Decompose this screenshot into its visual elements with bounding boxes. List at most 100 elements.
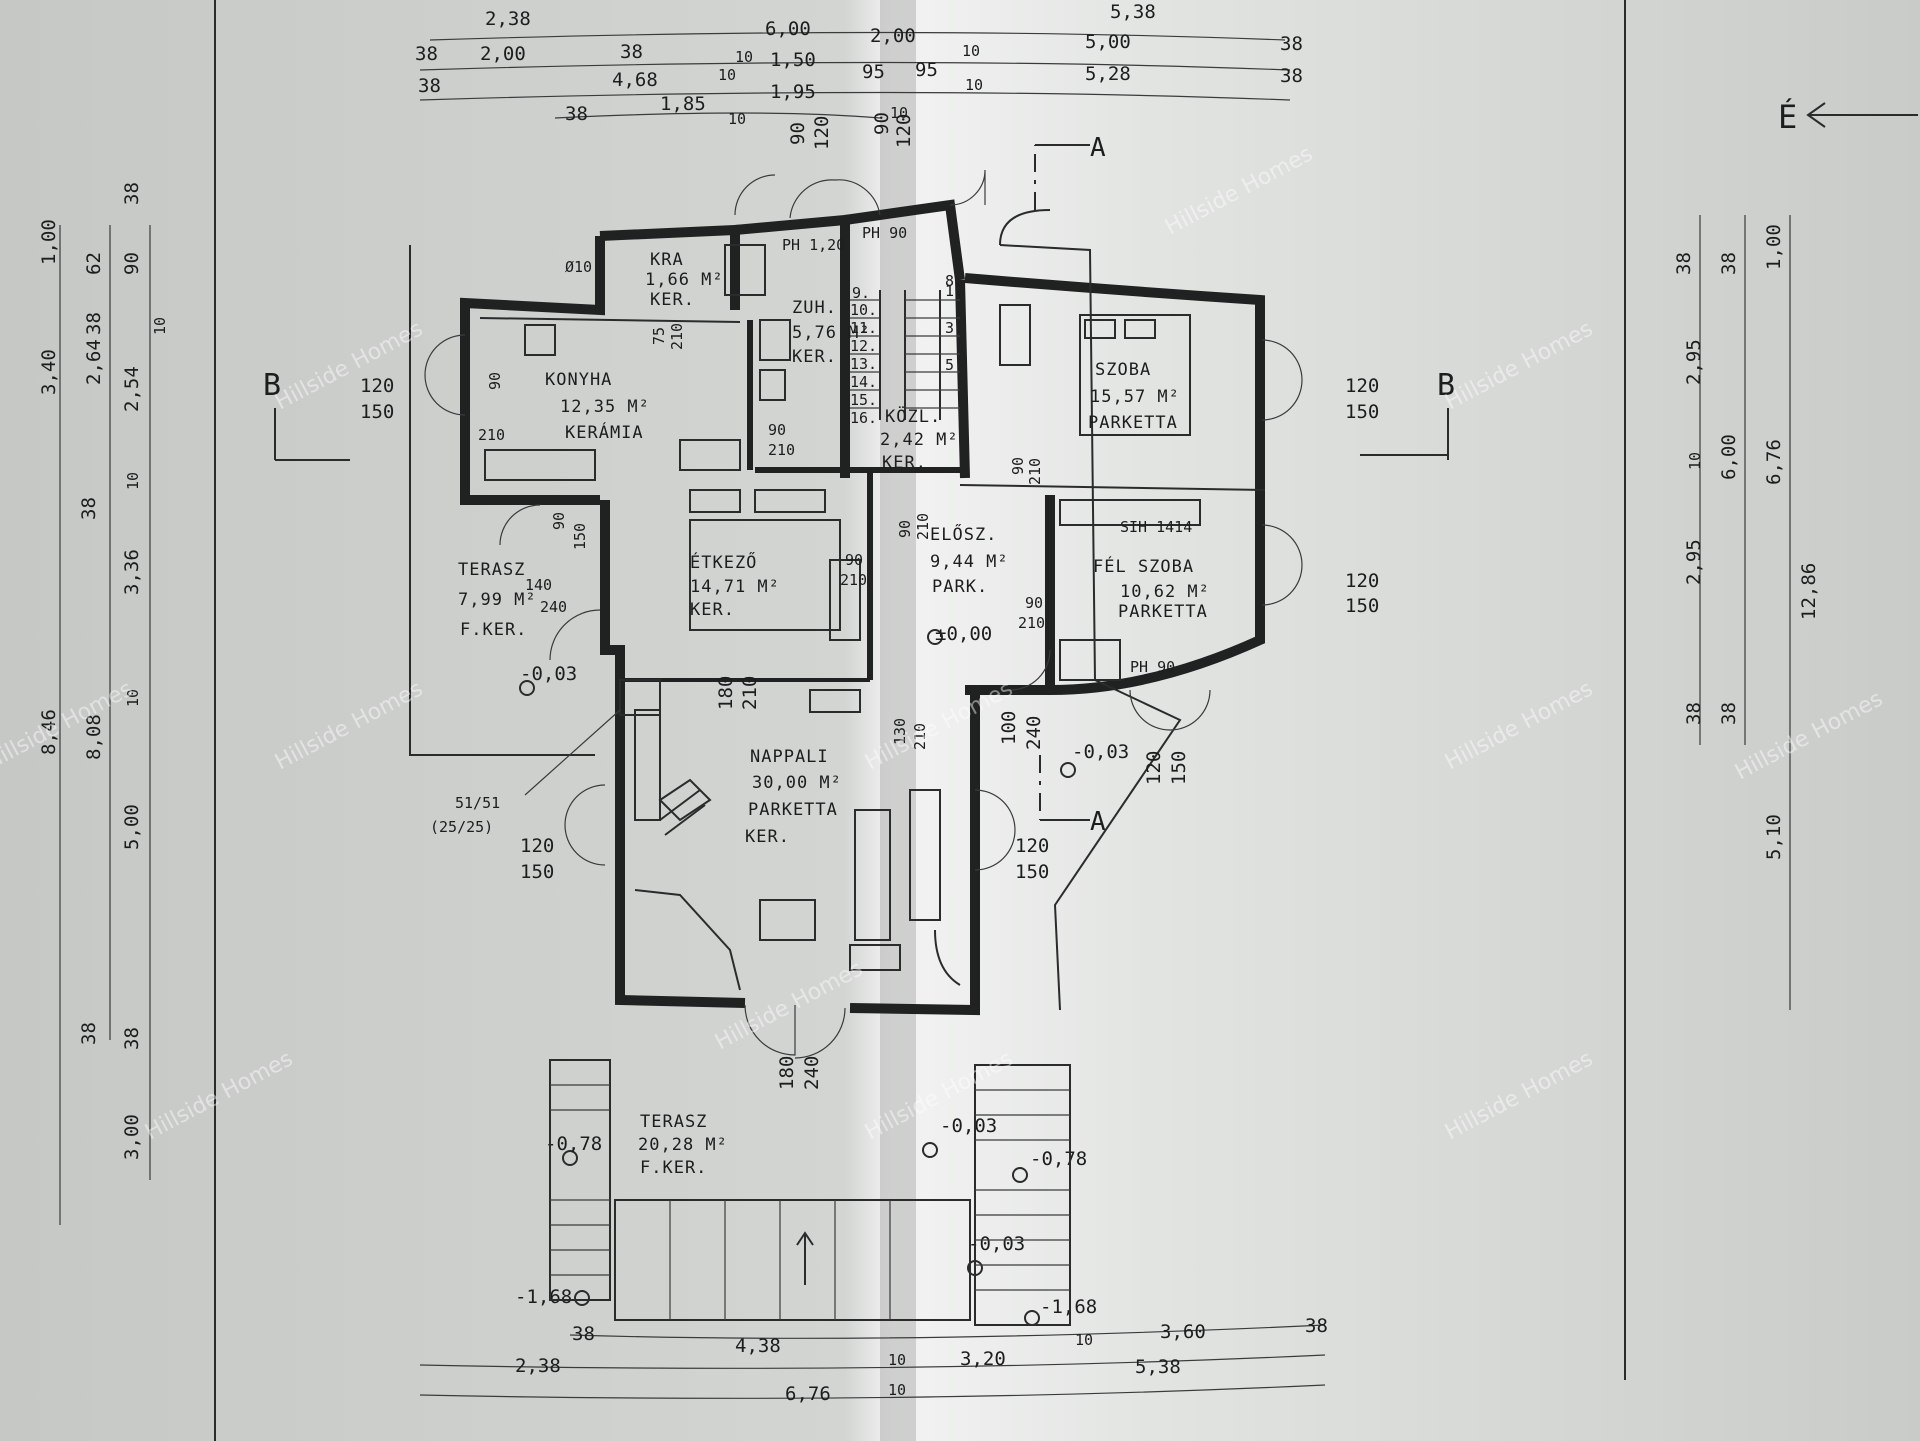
svg-text:120: 120 xyxy=(1345,570,1379,592)
svg-text:B: B xyxy=(1437,368,1455,403)
svg-text:10: 10 xyxy=(888,1381,906,1399)
svg-text:3,20: 3,20 xyxy=(960,1348,1006,1370)
stair-flight: 1. 3. 5. 8. 9. 10. 11. 12. 13. 14. 15. 1… xyxy=(850,272,963,427)
svg-text:ÉTKEZŐ: ÉTKEZŐ xyxy=(690,551,757,573)
svg-text:14,71 M²: 14,71 M² xyxy=(690,577,780,597)
furniture xyxy=(484,244,1201,971)
svg-text:120: 120 xyxy=(1015,835,1049,857)
svg-text:10: 10 xyxy=(124,689,142,707)
svg-text:150: 150 xyxy=(1345,595,1379,617)
top-dim-28: 120 xyxy=(893,114,915,148)
room-elosz: ELŐSZ. 9,44 M² PARK. xyxy=(930,523,1009,597)
svg-text:210: 210 xyxy=(1026,458,1044,485)
opening-dims: 120 150 120 150 120 150 120 150 120 150 … xyxy=(360,323,1379,1090)
porch-outline xyxy=(999,209,1051,246)
svg-text:38: 38 xyxy=(1718,252,1740,275)
top-dim-19: 5,28 xyxy=(1085,63,1131,85)
svg-text:9,44 M²: 9,44 M² xyxy=(930,552,1009,572)
svg-text:100: 100 xyxy=(998,711,1020,745)
svg-text:PARKETTA: PARKETTA xyxy=(748,800,838,820)
svg-text:3,60: 3,60 xyxy=(1160,1321,1206,1343)
svg-text:10,62 M²: 10,62 M² xyxy=(1120,582,1210,602)
svg-text:5,38: 5,38 xyxy=(1135,1356,1181,1378)
svg-text:B: B xyxy=(263,368,281,403)
svg-text:KER.: KER. xyxy=(792,347,837,367)
svg-text:10: 10 xyxy=(151,317,169,335)
top-dim-18: 10 xyxy=(965,76,983,94)
svg-text:210: 210 xyxy=(739,676,761,710)
svg-text:90: 90 xyxy=(1025,594,1043,612)
svg-text:38: 38 xyxy=(121,1027,143,1050)
svg-text:-1,68: -1,68 xyxy=(1040,1296,1097,1318)
svg-text:TERASZ: TERASZ xyxy=(640,1112,707,1132)
svg-text:20,28 M²: 20,28 M² xyxy=(638,1135,728,1155)
svg-text:5,76 M²: 5,76 M² xyxy=(792,323,871,343)
svg-text:-0,78: -0,78 xyxy=(545,1133,602,1155)
svg-text:PARKETTA: PARKETTA xyxy=(1088,413,1178,433)
svg-text:KER.: KER. xyxy=(745,827,790,847)
svg-text:2,95: 2,95 xyxy=(1683,539,1705,585)
stair-num-3: 3. xyxy=(945,319,963,337)
top-dim-24: 10 xyxy=(890,104,908,122)
section-marker-b-right: B xyxy=(1360,368,1455,460)
top-dim-1: 6,00 xyxy=(765,18,811,40)
svg-text:120: 120 xyxy=(520,835,554,857)
stair-num-12: 12. xyxy=(850,337,877,355)
svg-text:8,46: 8,46 xyxy=(38,709,60,755)
svg-text:PARKETTA: PARKETTA xyxy=(1118,602,1208,622)
svg-text:12,86: 12,86 xyxy=(1798,563,1820,620)
svg-text:38: 38 xyxy=(78,497,100,520)
svg-text:120: 120 xyxy=(1345,375,1379,397)
north-label: É xyxy=(1778,98,1797,136)
top-dim-9: 10 xyxy=(962,42,980,60)
svg-text:-0,03: -0,03 xyxy=(520,663,577,685)
svg-text:4,38: 4,38 xyxy=(735,1335,781,1357)
stair-num-14: 14. xyxy=(850,373,877,391)
room-nappali: NAPPALI 30,00 M² PARKETTA KER. xyxy=(745,747,841,847)
svg-text:130: 130 xyxy=(891,718,909,745)
room-konyha: KONYHA 12,35 M² KERÁMIA xyxy=(545,370,649,443)
room-kamra: KRA 1,66 M² KER. xyxy=(645,250,723,310)
svg-text:5,10: 5,10 xyxy=(1763,814,1785,860)
svg-text:2,54: 2,54 xyxy=(121,366,143,412)
stair-num-11: 11. xyxy=(850,319,877,337)
svg-text:120: 120 xyxy=(360,375,394,397)
svg-text:210: 210 xyxy=(911,723,929,750)
svg-text:6,76: 6,76 xyxy=(1763,439,1785,485)
svg-text:10: 10 xyxy=(1686,452,1704,470)
level-markers: -0,03 ±0,00 -0,03 -0,78 -0,03 -0,78 -0,0… xyxy=(515,623,1129,1326)
svg-text:7,99 M²: 7,99 M² xyxy=(458,590,537,610)
room-terasz-west: TERASZ 7,99 M² F.KER. xyxy=(458,560,537,640)
svg-text:A: A xyxy=(1090,133,1106,163)
svg-text:A: A xyxy=(1090,807,1106,837)
section-marker-a-top: A xyxy=(1034,133,1106,210)
svg-text:140: 140 xyxy=(525,576,552,594)
svg-text:150: 150 xyxy=(1168,751,1190,785)
stair-num-15: 15. xyxy=(850,391,877,409)
room-terasz-south: TERASZ 20,28 M² F.KER. xyxy=(638,1112,728,1178)
svg-text:2,95: 2,95 xyxy=(1683,339,1705,385)
building-walls xyxy=(460,199,1266,1016)
svg-text:10: 10 xyxy=(888,1351,906,1369)
top-dimensions: 2,38 6,00 5,38 38 2,00 38 10 1,50 2,00 1… xyxy=(415,1,1303,150)
svg-text:38: 38 xyxy=(78,1022,100,1045)
svg-text:KERÁMIA: KERÁMIA xyxy=(565,421,644,443)
svg-text:240: 240 xyxy=(801,1056,823,1090)
top-dim-17: 95 xyxy=(915,59,938,81)
svg-text:KRA: KRA xyxy=(650,250,684,270)
svg-text:38: 38 xyxy=(83,312,105,335)
svg-text:90: 90 xyxy=(486,372,504,390)
svg-text:-0,03: -0,03 xyxy=(940,1115,997,1137)
bottom-dimensions: 38 4,38 10 3,20 10 3,60 38 2,38 10 5,38 … xyxy=(419,1315,1328,1405)
terrace-outline-right xyxy=(999,244,1182,1011)
svg-text:TERASZ: TERASZ xyxy=(458,560,525,580)
svg-text:2,64: 2,64 xyxy=(83,339,105,385)
room-kozl: KÖZL. 2,42 M² KER. xyxy=(880,405,958,473)
exterior-stairs xyxy=(549,1059,1071,1326)
top-dim-12: 38 xyxy=(418,75,441,97)
svg-text:6,00: 6,00 xyxy=(1718,434,1740,480)
stair-num-8: 8. xyxy=(945,272,963,290)
svg-text:F.KER.: F.KER. xyxy=(640,1158,707,1178)
svg-text:90: 90 xyxy=(550,512,568,530)
